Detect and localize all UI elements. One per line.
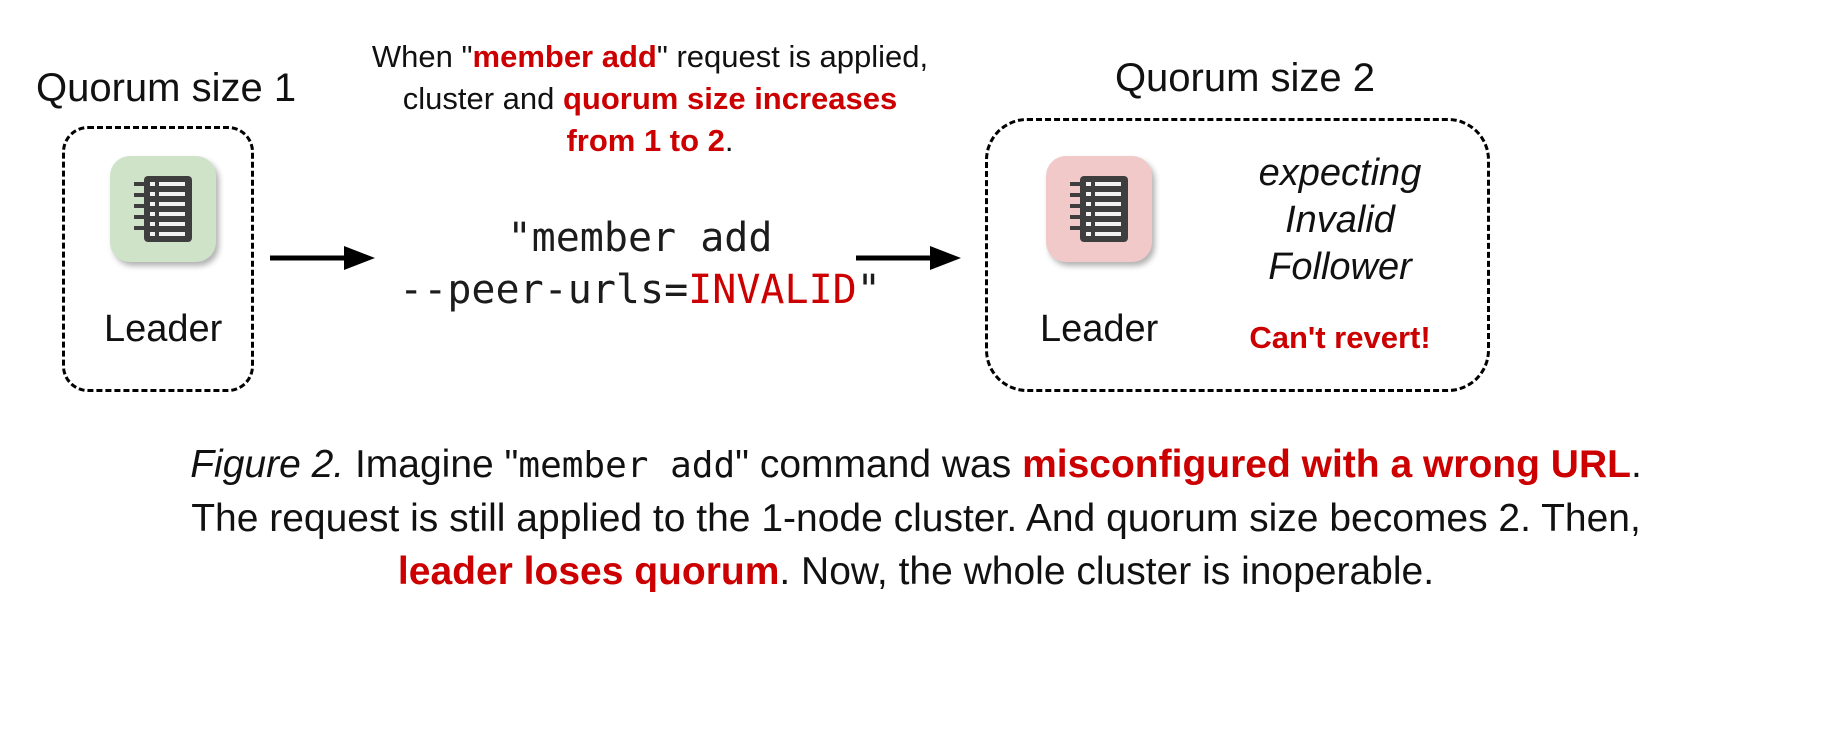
- left-leader-label: Leader: [104, 308, 223, 350]
- caption-code-segment: member add: [518, 445, 736, 486]
- annotation-line-3: from 1 to 2.: [350, 120, 950, 162]
- caption-line-1: Figure 2. Imagine "member add" command w…: [0, 438, 1832, 492]
- right-leader-label: Leader: [1040, 308, 1159, 350]
- command-invalid-value: INVALID: [688, 267, 857, 313]
- leader-tile-pink: [1046, 156, 1153, 262]
- expecting-line: Follower: [1268, 246, 1412, 288]
- caption-highlight: leader loses quorum: [397, 550, 780, 593]
- annotation-highlight: quorum size increases: [563, 81, 898, 116]
- expecting-follower-text: expecting Invalid Follower: [1200, 150, 1480, 291]
- command-segment: --peer-urls=: [399, 267, 689, 313]
- command-line-1: "member add: [507, 215, 773, 261]
- right-cluster-box: [985, 118, 1490, 392]
- caption-segment: Imagine ": [344, 443, 519, 486]
- caption-segment: .: [1630, 443, 1642, 486]
- caption-segment: . Now, the whole cluster is inoperable.: [779, 550, 1435, 593]
- journal-icon: [134, 176, 193, 242]
- annotation-text: When "member add" request is applied, cl…: [350, 36, 950, 162]
- command-line-2: --peer-urls=INVALID": [330, 264, 950, 316]
- left-leader-node: Leader: [104, 156, 222, 351]
- command-segment: ": [856, 267, 881, 313]
- arrow-right-icon: [270, 246, 375, 270]
- figure-caption: Figure 2. Imagine "member add" command w…: [0, 438, 1832, 598]
- right-leader-node: Leader: [1040, 156, 1158, 351]
- journal-icon: [1070, 176, 1129, 242]
- annotation-highlight: member add: [472, 39, 657, 74]
- annotation-line-2: cluster and quorum size increases: [350, 78, 950, 120]
- arrow-right-icon: [856, 246, 961, 270]
- expecting-line: Invalid: [1285, 199, 1395, 241]
- annotation-segment: cluster and: [402, 81, 563, 116]
- right-cluster-title: Quorum size 2: [1114, 56, 1376, 100]
- expecting-line: expecting: [1258, 152, 1422, 194]
- caption-line-2: The request is still applied to the 1-no…: [191, 497, 1641, 540]
- annotation-segment: When ": [371, 39, 473, 74]
- leader-tile-green: [110, 156, 217, 262]
- caption-segment: " command was: [735, 443, 1023, 486]
- caption-highlight: misconfigured with a wrong URL: [1022, 443, 1631, 486]
- member-add-command: "member add --peer-urls=INVALID": [330, 212, 950, 316]
- annotation-segment: " request is applied,: [656, 39, 929, 74]
- figure-number-label: Figure 2.: [190, 443, 345, 486]
- annotation-segment: .: [724, 123, 734, 158]
- left-cluster-title: Quorum size 1: [36, 66, 297, 110]
- annotation-highlight: from 1 to 2: [566, 123, 725, 158]
- annotation-line-1: When "member add" request is applied,: [350, 36, 950, 78]
- caption-line-3: leader loses quorum. Now, the whole clus…: [0, 545, 1832, 598]
- left-cluster-box: [62, 126, 254, 392]
- cant-revert-warning: Can't revert!: [1249, 320, 1431, 355]
